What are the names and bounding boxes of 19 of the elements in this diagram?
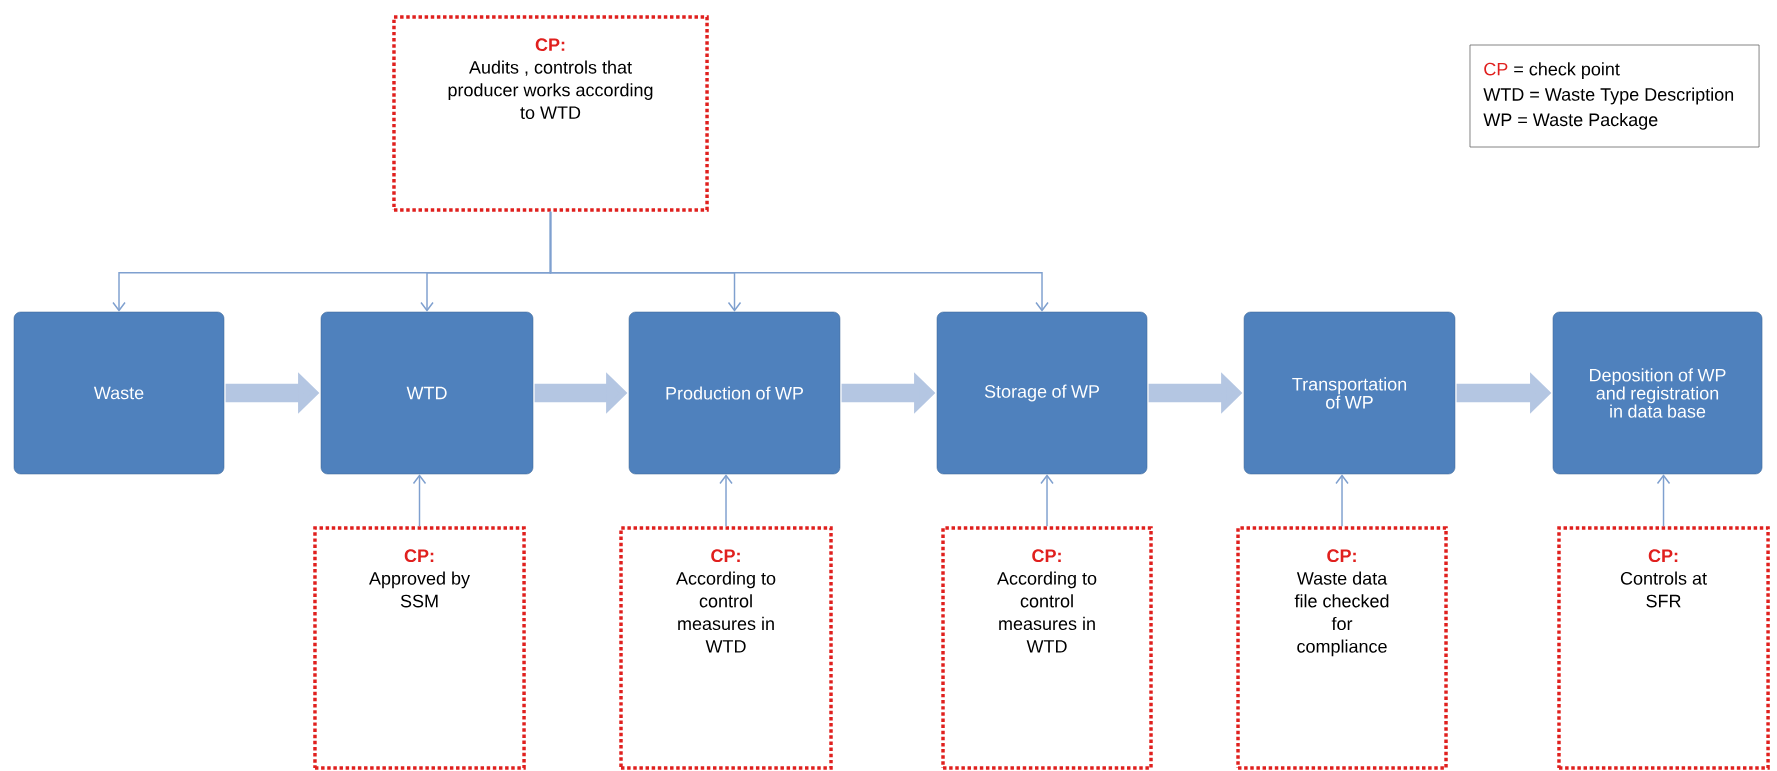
key-box: CP = check point WTD = Waste Type Description WP = Waste Package [1469, 44, 1760, 148]
checkpoint-box: CP: Audits , controls that producer works according to WTD [392, 15, 709, 212]
checkpoint-box: CP: Controls at SFR [1557, 526, 1770, 770]
process-box: Deposition of WP and registration in data base [1552, 311, 1763, 475]
arrow [1040, 474, 1054, 527]
process-box: WTD [320, 311, 534, 475]
checkpoint-box: CP: According to control measures in WTD [941, 526, 1153, 770]
arrow [549, 211, 1049, 312]
checkpoint-box: CP: Approved by SSM [313, 526, 526, 770]
arrow [1656, 474, 1671, 527]
process-box: Waste [13, 311, 225, 475]
arrow [719, 474, 733, 527]
arrow [412, 474, 427, 527]
process-box: Transportation of WP [1243, 311, 1456, 475]
process-box: Storage of WP [936, 311, 1148, 475]
process-box: Production of WP [628, 311, 841, 475]
checkpoint-box: CP: According to control measures in WTD [619, 526, 833, 770]
arrow [1335, 474, 1349, 527]
checkpoint-box: CP: Waste data file checked for compliance [1236, 526, 1448, 770]
